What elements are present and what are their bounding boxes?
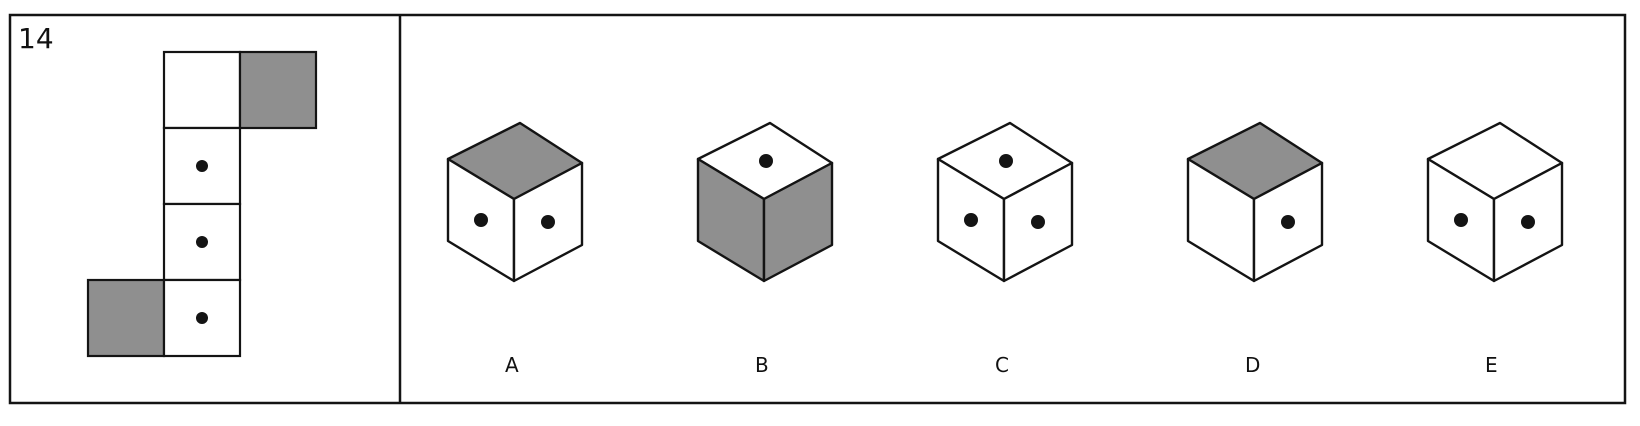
question-number: 14 — [18, 22, 54, 55]
cube-dot-top — [999, 154, 1013, 168]
net-square — [162, 50, 242, 130]
puzzle-frame — [8, 13, 1627, 405]
cube-dot-left — [964, 213, 978, 227]
cube-face-right — [762, 161, 834, 283]
net-square-shaded — [86, 278, 166, 358]
cube-dot-right — [1031, 215, 1045, 229]
option-b[interactable]: B — [696, 121, 834, 377]
cube-dot-left — [474, 213, 488, 227]
option-label: C — [995, 353, 1009, 377]
option-c[interactable]: C — [936, 121, 1074, 377]
answer-options: A B C D E — [446, 121, 1564, 377]
cube-dot-right — [541, 215, 555, 229]
option-label: A — [505, 353, 519, 377]
net-dot — [196, 236, 208, 248]
cube-net — [86, 50, 318, 358]
option-d[interactable]: D — [1186, 121, 1324, 377]
cube-dot-left — [1454, 213, 1468, 227]
net-square-shaded — [238, 50, 318, 130]
option-label: D — [1245, 353, 1260, 377]
cube-dot-right — [1521, 215, 1535, 229]
net-dot — [196, 312, 208, 324]
option-label: B — [755, 353, 769, 377]
cube-dot-right — [1281, 215, 1295, 229]
option-e[interactable]: E — [1426, 121, 1564, 377]
option-label: E — [1485, 353, 1498, 377]
option-a[interactable]: A — [446, 121, 584, 377]
cube-dot-top — [759, 154, 773, 168]
net-dot — [196, 160, 208, 172]
